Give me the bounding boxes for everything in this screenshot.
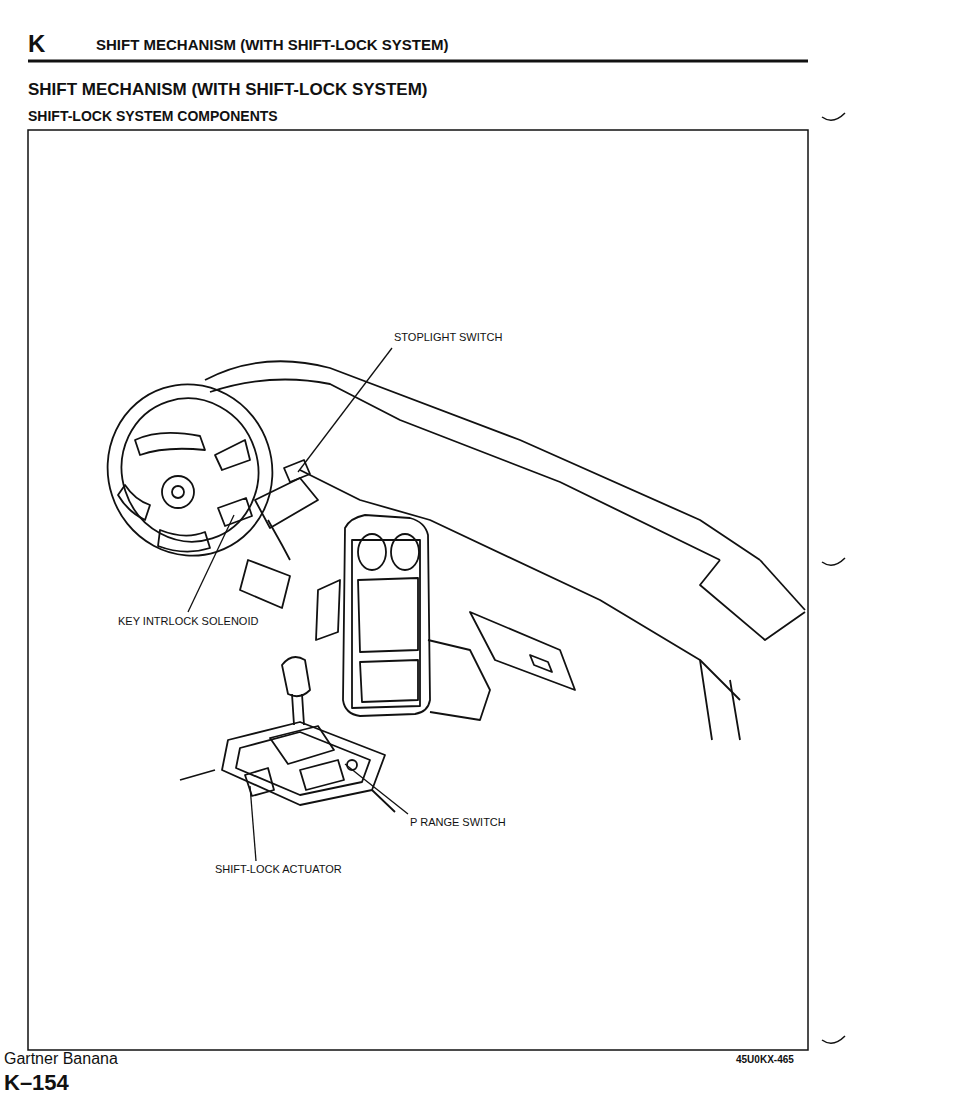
figure-heading: SHIFT-LOCK SYSTEM COMPONENTS <box>28 108 278 124</box>
section-title: SHIFT MECHANISM (WITH SHIFT-LOCK SYSTEM) <box>28 80 427 100</box>
part-name: STOPLIGHT SWITCH <box>394 331 502 344</box>
part-name: KEY INTRLOCK SOLENOID <box>118 615 258 628</box>
figure-code: 45U0KX-465 <box>736 1054 794 1066</box>
section-letter: K <box>28 30 45 58</box>
watermark: Gartner Banana <box>4 1050 118 1068</box>
page-header: SHIFT MECHANISM (WITH SHIFT-LOCK SYSTEM) <box>96 36 448 53</box>
part-name: P RANGE SWITCH <box>410 816 506 829</box>
page-number: K–154 <box>4 1070 69 1095</box>
part-name: SHIFT-LOCK ACTUATOR <box>215 863 342 876</box>
